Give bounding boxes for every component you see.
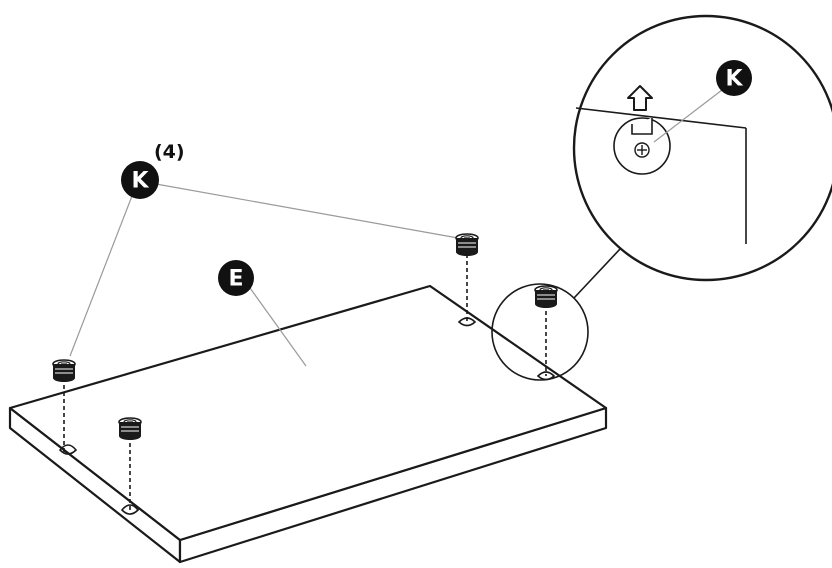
leader-k-to-front-cam xyxy=(69,195,133,357)
callout-k-detail-bubble xyxy=(716,60,752,96)
callout-k-detail: K xyxy=(716,60,752,96)
screw-head-icon xyxy=(634,142,650,158)
callout-k-bubble xyxy=(121,161,159,199)
hole-front-left xyxy=(58,444,78,455)
leader-lines xyxy=(69,183,459,367)
callout-k-quantity: (4) xyxy=(154,141,185,163)
insertion-lines xyxy=(63,254,547,512)
detail-source-circle xyxy=(491,283,589,381)
leader-e-to-panel xyxy=(249,287,307,367)
detail-leader-k xyxy=(653,89,723,143)
hole-back-right xyxy=(536,371,556,381)
callout-e: E xyxy=(218,260,254,296)
detail-magnified-view xyxy=(572,14,832,282)
detail-magnified-circle xyxy=(572,14,832,282)
hole-front-right xyxy=(120,504,140,515)
cam-lock-icon xyxy=(455,233,479,257)
detail-cam-slot xyxy=(631,118,653,135)
callout-e-bubble xyxy=(218,260,254,296)
panel-e xyxy=(8,284,608,564)
hole-back-left xyxy=(457,317,477,327)
arrow-up-icon xyxy=(627,85,653,111)
callout-k-text: K xyxy=(131,169,149,194)
cam-lock-icon xyxy=(534,285,558,309)
callout-e-text: E xyxy=(228,267,243,292)
callout-k-main: K xyxy=(121,161,159,199)
cam-lock-icon xyxy=(118,417,142,441)
detail-panel-top-edge xyxy=(575,107,747,129)
leader-k-to-back-cam xyxy=(155,183,459,239)
callout-k-detail-text: K xyxy=(725,67,743,92)
cam-lock-icon xyxy=(52,359,76,383)
panel-top-face xyxy=(8,284,608,542)
